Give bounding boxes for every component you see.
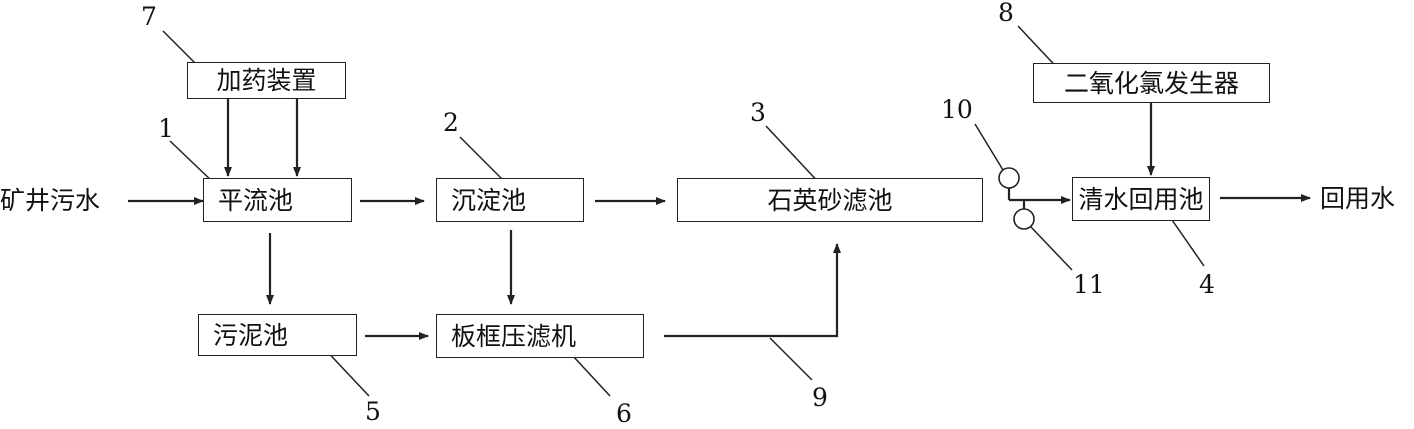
callout-2: 2 <box>443 108 459 137</box>
callout-11: 11 <box>1073 270 1105 299</box>
valve-11-icon <box>1013 208 1035 230</box>
sedimentation-tank-label: 沉淀池 <box>451 185 527 215</box>
leader-10 <box>974 123 1004 171</box>
callout-4: 4 <box>1199 270 1215 299</box>
quartz-sand-filter-label: 石英砂滤池 <box>767 185 893 215</box>
clear-water-reuse-tank-label: 清水回用池 <box>1078 184 1204 214</box>
advection-tank-label: 平流池 <box>218 185 294 215</box>
callout-3: 3 <box>750 98 766 127</box>
callout-1: 1 <box>158 114 174 143</box>
clear-water-reuse-tank-box: 清水回用池 <box>1072 177 1210 221</box>
callout-7: 7 <box>141 2 157 31</box>
leader-3 <box>765 125 823 187</box>
return-line-press-to-filter <box>664 243 841 338</box>
valve-10-icon <box>998 167 1020 189</box>
leader-11 <box>1030 226 1073 271</box>
callout-10: 10 <box>941 95 973 124</box>
leader-2 <box>459 136 510 187</box>
dosing-device-label: 加药装置 <box>216 66 317 95</box>
mine-wastewater-input-label: 矿井污水 <box>0 186 101 215</box>
sedimentation-tank-box: 沉淀池 <box>436 178 584 222</box>
reuse-water-output-label: 回用水 <box>1320 184 1396 213</box>
callout-9: 9 <box>812 383 828 412</box>
callout-5: 5 <box>365 397 381 426</box>
chlorine-dioxide-generator-box: 二氧化氯发生器 <box>1033 63 1270 103</box>
sludge-tank-box: 污泥池 <box>198 314 357 356</box>
chlorine-dioxide-generator-label: 二氧化氯发生器 <box>1063 68 1239 98</box>
quartz-sand-filter-box: 石英砂滤池 <box>677 178 983 222</box>
filter-press-box: 板框压滤机 <box>436 314 644 358</box>
advection-tank-box: 平流池 <box>203 178 352 222</box>
leader-9 <box>769 337 813 381</box>
dosing-device-box: 加药装置 <box>187 62 346 99</box>
callout-8: 8 <box>998 0 1014 27</box>
sludge-tank-label: 污泥池 <box>213 320 289 350</box>
filter-press-label: 板框压滤机 <box>451 321 577 351</box>
leader-1 <box>169 140 215 184</box>
callout-6: 6 <box>616 399 632 428</box>
